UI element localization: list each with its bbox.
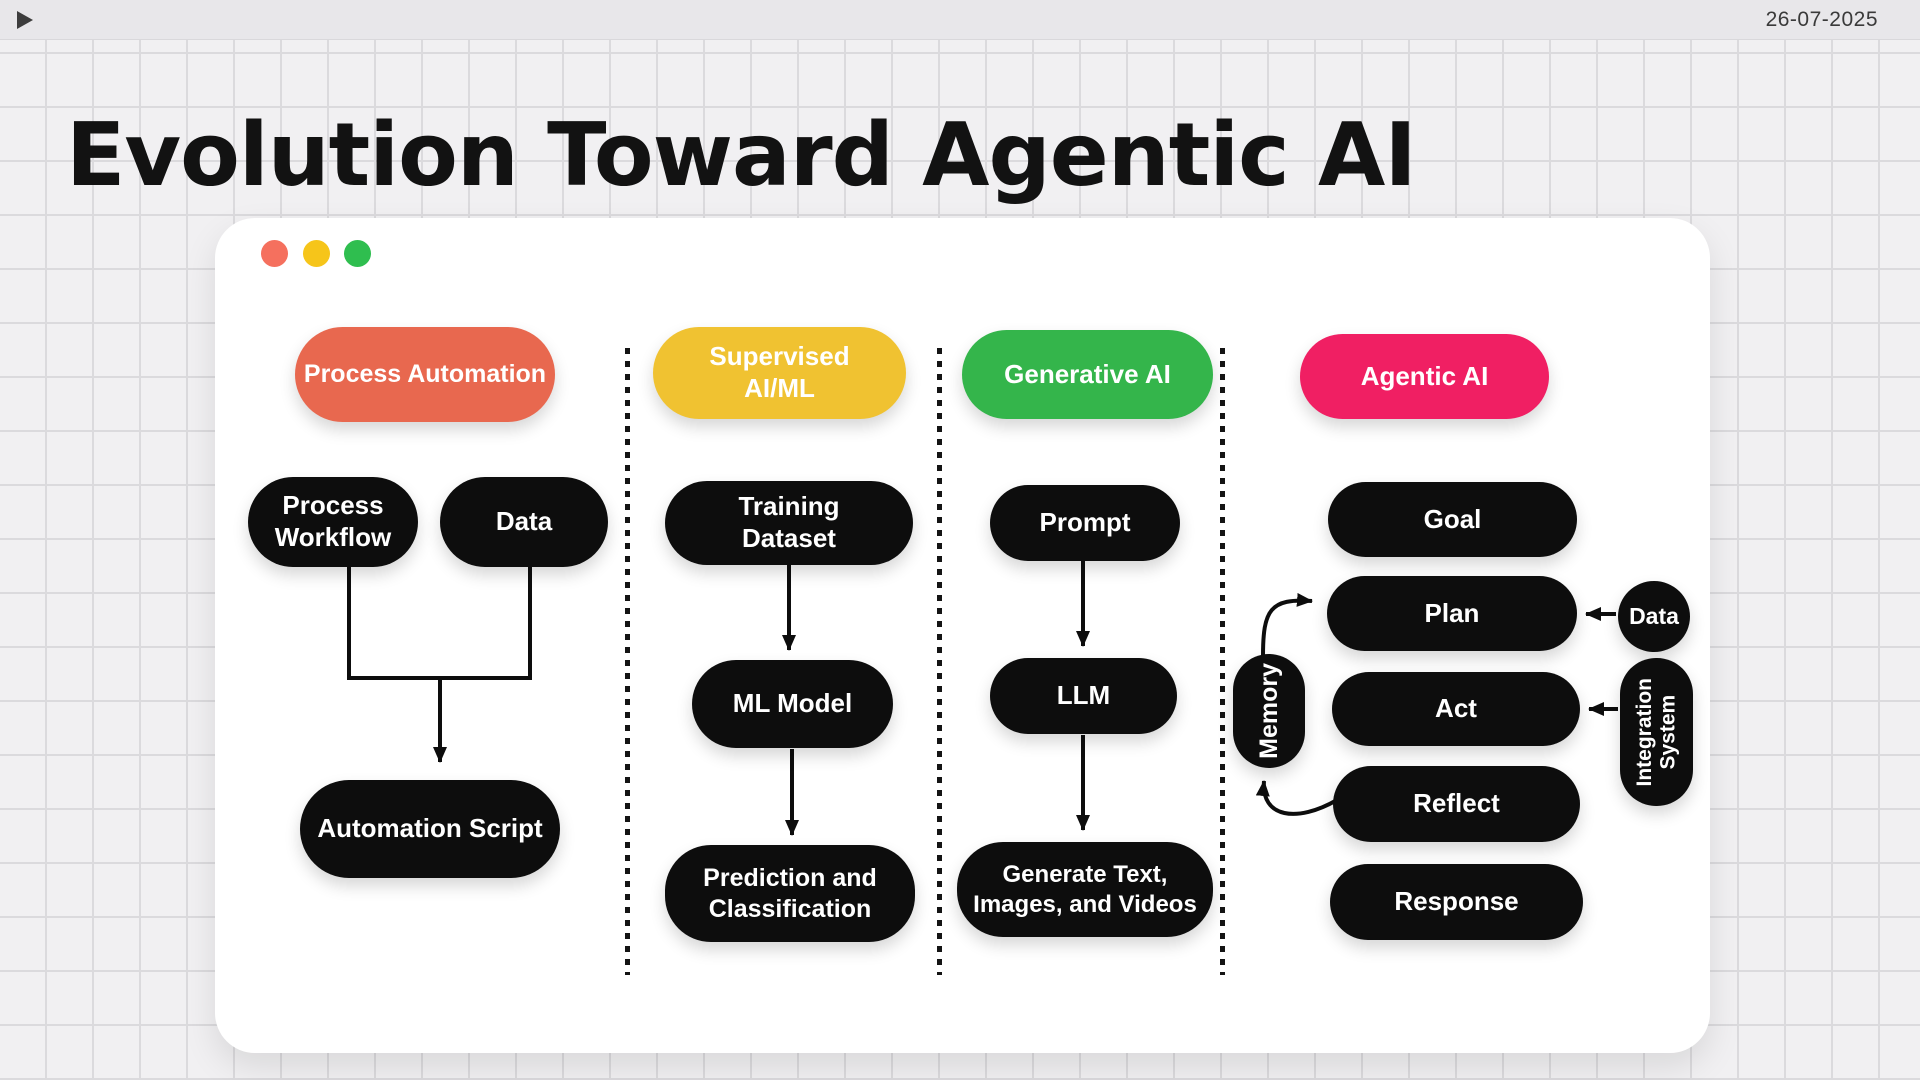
node-label: Classification [708, 894, 872, 923]
node-reflect: Reflect [1333, 766, 1580, 842]
node-llm: LLM [990, 658, 1177, 734]
node-prompt: Prompt [990, 485, 1180, 561]
column-divider [937, 348, 942, 975]
page-title: Evolution Toward Agentic AI [66, 104, 1417, 206]
header-process-automation: Process Automation [295, 327, 555, 422]
node-label: Act [1435, 693, 1477, 724]
node-label: Automation Script [317, 813, 543, 844]
node-label: ML Model [732, 688, 853, 719]
header-supervised-ai-ml: Supervised AI/ML [653, 327, 906, 419]
node-label: Training [738, 491, 840, 522]
header-label: Generative AI [1004, 358, 1171, 389]
node-label: System [1656, 694, 1680, 770]
node-generate-outputs: Generate Text, Images, and Videos [957, 842, 1213, 937]
header-label: Process Automation [303, 360, 547, 389]
node-plan: Plan [1327, 576, 1577, 651]
play-icon[interactable] [17, 10, 33, 29]
node-label: Prediction and [703, 864, 877, 892]
window-button-green-icon[interactable] [344, 240, 371, 267]
header-label: Supervised [709, 341, 850, 372]
node-data: Data [440, 477, 608, 567]
header-agentic-ai: Agentic AI [1300, 334, 1549, 419]
header-label: Agentic AI [1360, 360, 1489, 391]
column-divider [625, 348, 630, 975]
node-ml-model: ML Model [692, 660, 893, 748]
node-label: Workflow [274, 522, 392, 552]
node-label: Plan [1424, 597, 1480, 628]
node-label: Dataset [742, 523, 836, 553]
node-label: Data [495, 506, 553, 537]
date-label: 26-07-2025 [1765, 7, 1878, 31]
node-act: Act [1332, 672, 1580, 746]
node-label: LLM [1056, 680, 1111, 711]
node-training-dataset: Training Dataset [665, 481, 913, 565]
vertical-label: System Integration [1633, 678, 1680, 787]
vertical-label: Memory [1255, 663, 1283, 759]
header-generative-ai: Generative AI [962, 330, 1213, 419]
node-label: Images, and Videos [973, 890, 1197, 918]
node-label: Process [282, 490, 384, 521]
top-bar: 26-07-2025 [0, 0, 1920, 40]
node-prediction-classification: Prediction and Classification [665, 845, 915, 942]
window-button-red-icon[interactable] [261, 240, 288, 267]
node-goal: Goal [1328, 482, 1577, 557]
node-label: Prompt [1039, 507, 1131, 538]
column-divider [1220, 348, 1225, 975]
node-label: Data [1629, 603, 1679, 630]
node-label: Integration [1632, 677, 1656, 787]
node-data-input: Data [1618, 581, 1690, 652]
node-label: Reflect [1413, 788, 1500, 819]
window-button-yellow-icon[interactable] [303, 240, 330, 267]
node-label: Goal [1423, 503, 1482, 534]
node-process-workflow: Process Workflow [248, 477, 418, 567]
node-system-integration: System Integration [1620, 658, 1693, 806]
node-label: Memory [1255, 663, 1283, 759]
node-automation-script: Automation Script [300, 780, 560, 878]
node-label: Generate Text, [1002, 861, 1168, 889]
node-response: Response [1330, 864, 1583, 940]
node-label: Response [1394, 886, 1519, 917]
header-label: AI/ML [744, 373, 815, 403]
node-memory: Memory [1233, 654, 1305, 768]
